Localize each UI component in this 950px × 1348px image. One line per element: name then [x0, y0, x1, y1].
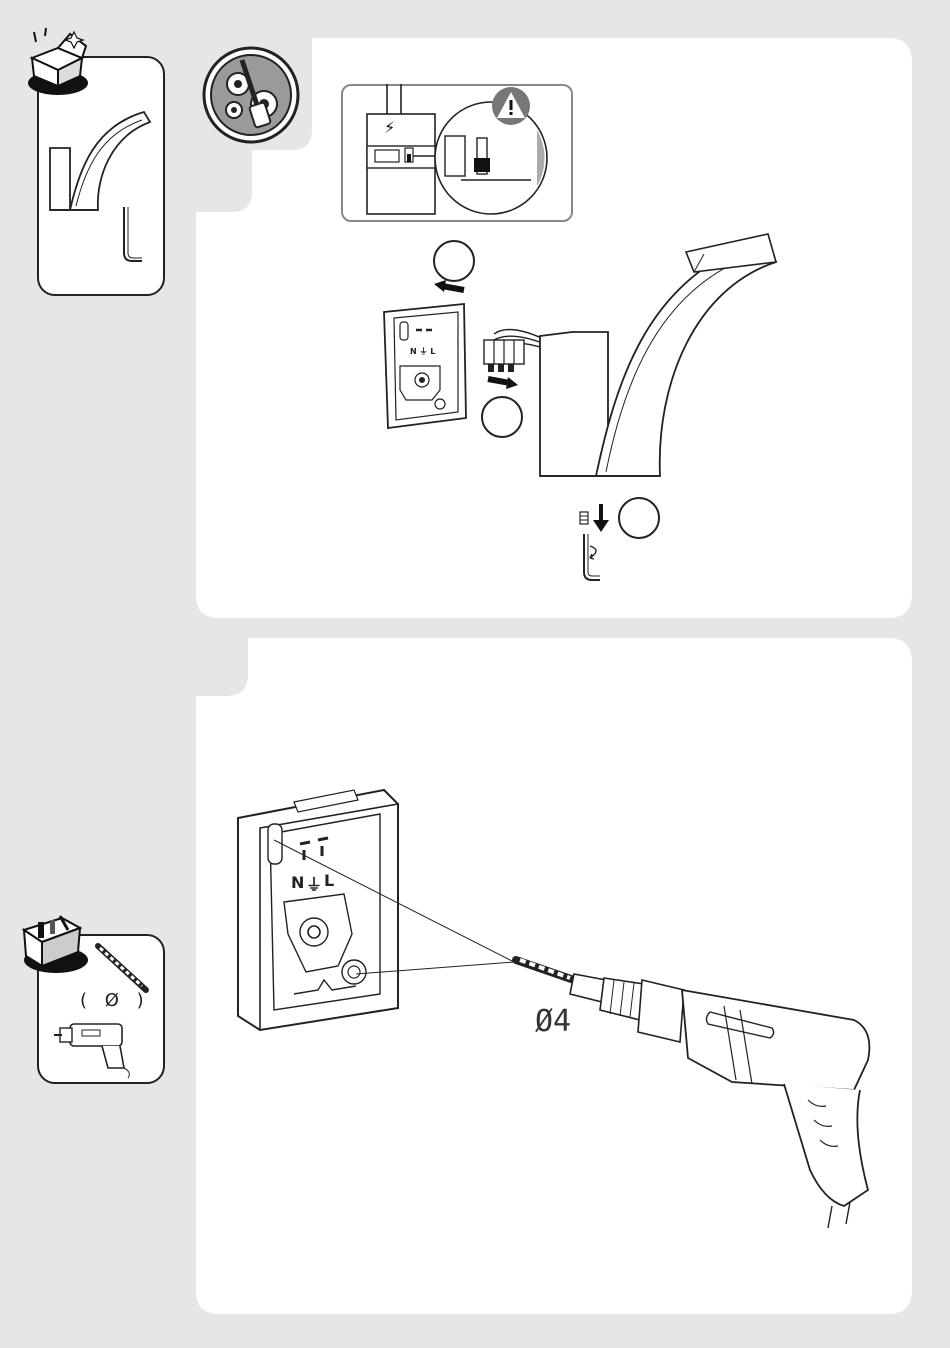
drill-diameter-label: Ø4: [535, 1004, 571, 1039]
drill-icon-large: [514, 950, 884, 1230]
